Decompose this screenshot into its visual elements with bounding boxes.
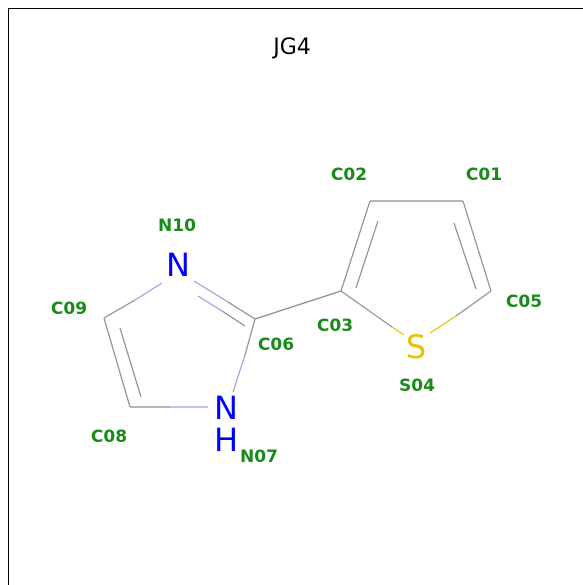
bond-c03-c06 — [254, 290, 342, 320]
bond-n10-c06-half — [193, 280, 229, 303]
bond-n10-c09-half — [134, 282, 163, 301]
bond-c01-c05-inner — [453, 222, 477, 290]
bond-c02-c03 — [340, 200, 371, 292]
bond-c06-n10-inner — [221, 310, 246, 327]
bond-c03-s04 — [340, 290, 393, 328]
atom-label-c05: C05 — [506, 292, 542, 312]
frame-border — [8, 8, 583, 585]
atom-label-s04: S04 — [399, 376, 435, 396]
bond-c01-c05 — [462, 200, 492, 292]
atom-label-n10: N10 — [158, 216, 196, 236]
atom-labels: C02 C01 C05 C03 S04 N10 C09 C06 C08 N07 — [51, 165, 542, 467]
atom-label-c03: C03 — [317, 316, 353, 336]
atom-label-c02: C02 — [331, 165, 367, 185]
bond-s04-c05-half — [429, 315, 457, 334]
bond-c09-n10 — [103, 299, 136, 319]
imidazole-bonds — [103, 299, 256, 408]
molecule-title: JG4 — [271, 35, 311, 60]
thiophene-bonds — [340, 200, 492, 328]
nitrogen-n10-symbol: N — [166, 246, 190, 284]
atom-label-c01: C01 — [466, 165, 502, 185]
atom-label-c08: C08 — [91, 427, 127, 447]
bond-c05-s04 — [455, 290, 492, 317]
bond-c06-n07 — [244, 318, 256, 356]
sulfur-bond-segments — [391, 315, 457, 336]
atom-label-n07: N07 — [240, 447, 278, 467]
atom-label-c06: C06 — [258, 335, 294, 355]
bond-c09-c08-inner — [119, 327, 142, 398]
bond-n07-c06-half — [232, 354, 246, 393]
bond-c06-n10 — [227, 301, 256, 320]
nitrogen-n07-symbol: N — [214, 389, 238, 427]
atom-label-c09: C09 — [51, 299, 87, 319]
sulfur-s04-symbol: S — [406, 328, 426, 366]
nitrogen-bond-segments — [134, 280, 246, 408]
bond-n10-c06-inner-half — [197, 295, 223, 312]
bond-c02-c03-inner — [355, 220, 379, 289]
hydrogen-n07-symbol: H — [214, 421, 238, 459]
bond-s04-c03-half — [391, 326, 405, 336]
bond-c09-c08 — [103, 317, 131, 408]
